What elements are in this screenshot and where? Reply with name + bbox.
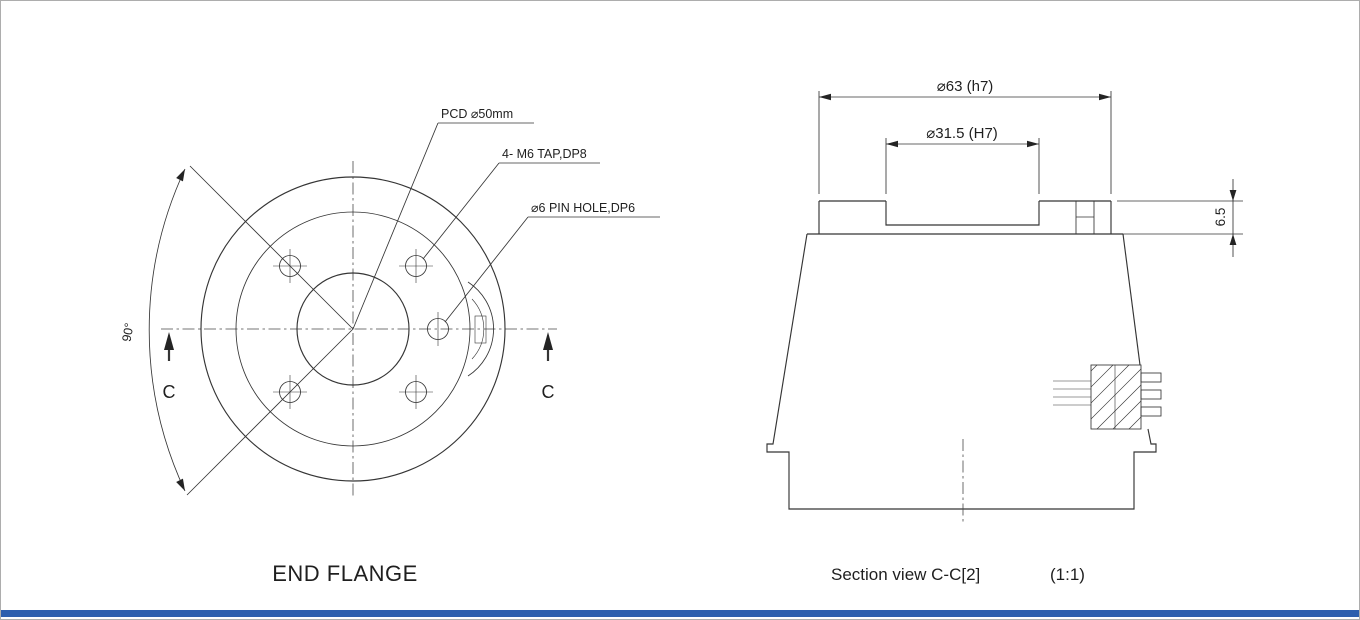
pcd-label: PCD ⌀50mm	[441, 107, 513, 121]
section-cut-arrow-right: C	[542, 332, 555, 402]
front-view-title: END FLANGE	[272, 561, 418, 586]
dimension-bore-diameter: ⌀31.5 (H7)	[885, 125, 1040, 194]
bore-circle	[296, 272, 410, 386]
arc-arrowhead-top	[176, 169, 185, 182]
section-outline	[766, 200, 1157, 510]
section-letter-left: C	[163, 382, 176, 402]
tap-callout: 4- M6 TAP,DP8	[422, 147, 600, 260]
angle-label: 90°	[120, 322, 137, 343]
centerlines	[161, 161, 557, 499]
connector-detail	[1053, 364, 1162, 430]
end-flange-view: 90° C C PCD ⌀50mm 4- M6 TAP,DP8 ⌀6 PIN H…	[120, 107, 660, 586]
section-view-caption: Section view C-C[2]	[831, 565, 980, 584]
dimension-flange-thickness: 6.5	[1117, 179, 1243, 257]
section-view: ⌀63 (h7) ⌀31.5 (H7) 6.5 Section view C-C…	[766, 78, 1243, 584]
connector-hatching	[1090, 364, 1142, 430]
dimension-outer-diameter: ⌀63 (h7)	[818, 78, 1112, 194]
arc-arrowhead-bottom	[176, 478, 185, 491]
bolt-hole	[399, 249, 433, 283]
section-letter-right: C	[542, 382, 555, 402]
radial-lines	[186, 122, 439, 496]
bolt-hole	[273, 375, 307, 409]
section-view-scale: (1:1)	[1050, 565, 1085, 584]
outer-diameter-text: ⌀63 (h7)	[937, 78, 994, 95]
connector-cutout	[467, 281, 494, 377]
bottom-accent-bar	[1, 610, 1359, 617]
pin-hole-label: ⌀6 PIN HOLE,DP6	[531, 201, 635, 215]
pin-hole-callout: ⌀6 PIN HOLE,DP6	[444, 201, 660, 323]
section-cut-arrow-left: C	[163, 332, 176, 402]
pcd-callout: PCD ⌀50mm	[438, 107, 534, 124]
pin-hole	[427, 312, 449, 346]
bore-diameter-text: ⌀31.5 (H7)	[926, 125, 998, 142]
bolt-hole	[273, 249, 307, 283]
outer-circle	[200, 176, 506, 482]
bolt-hole	[399, 375, 433, 409]
flange-step-circle	[235, 211, 471, 447]
tap-label: 4- M6 TAP,DP8	[502, 147, 587, 161]
flange-thickness-text: 6.5	[1213, 208, 1228, 227]
angle-dimension: 90°	[120, 168, 186, 492]
